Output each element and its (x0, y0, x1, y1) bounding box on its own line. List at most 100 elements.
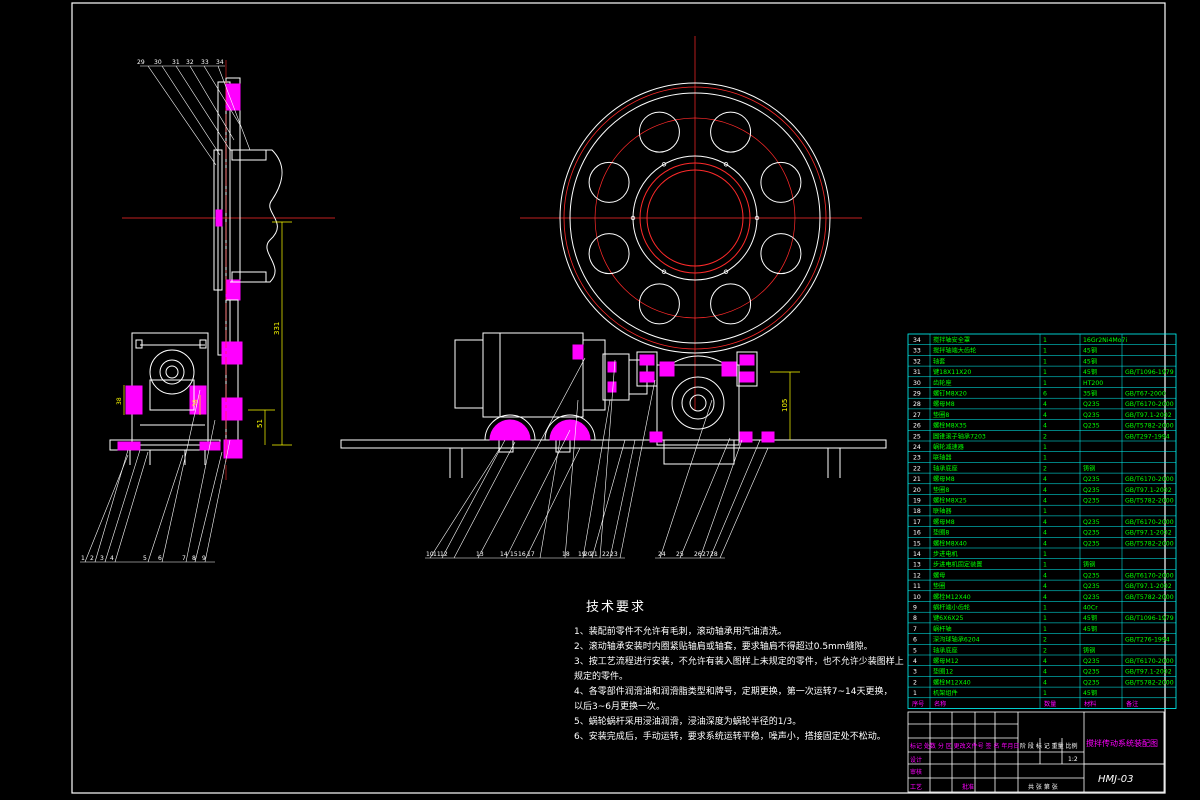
bom-cell-mat: Q235 (1083, 679, 1100, 686)
drawing-title: 搅拌传动系统装配图 (1086, 738, 1158, 748)
bom-cell-name: 联轴器 (933, 454, 952, 462)
bom-cell-no: 7 (913, 626, 917, 633)
bom-cell-mat: 45钢 (1083, 347, 1097, 355)
bom-cell-no: 6 (913, 637, 917, 644)
gear-hole (638, 283, 680, 325)
bom-cell-qty: 1 (1043, 337, 1047, 344)
bom-cell-mat: 45钢 (1083, 614, 1097, 622)
bom-cell-mat: 45钢 (1083, 357, 1097, 365)
bom-cell-name: 圆锥滚子轴承7203 (933, 432, 986, 440)
bom-cell-qty: 4 (1043, 476, 1047, 483)
bom-cell-qty: 4 (1043, 572, 1047, 579)
bom-cell-qty: 1 (1043, 444, 1047, 451)
bom-cell-mat: Q235 (1083, 583, 1100, 590)
bom-cell-qty: 4 (1043, 530, 1047, 537)
bom-cell-mat: Q235 (1083, 519, 1100, 526)
part-balloon: 17 (527, 551, 535, 558)
bom-cell-qty: 4 (1043, 679, 1047, 686)
side-view (109, 77, 335, 465)
bom-cell-std: GB/T5782-2000 (1125, 423, 1174, 430)
part-balloon: 29 (137, 59, 145, 66)
bom-cell-no: 33 (913, 348, 921, 355)
tech-req-line: 1、装配前零件不允许有毛刺，滚动轴承用汽油清洗。 (574, 627, 787, 637)
bom-cell-qty: 1 (1043, 348, 1047, 355)
gear-bolt-hole (630, 215, 636, 221)
part-balloon: 24 (658, 551, 666, 558)
bom-cell-mat: Q235 (1083, 401, 1100, 408)
bom-cell-qty: 2 (1043, 465, 1047, 472)
bom-cell-mat: 40Cr (1083, 605, 1098, 612)
gear-hole (710, 111, 752, 153)
bom-cell-name: 螺栓M12X40 (933, 678, 971, 686)
part-balloon: 23 (610, 551, 618, 558)
bom-cell-qty: 1 (1043, 615, 1047, 622)
title-block-revision-labels: 标记 处数 分 区 更改文件号 签 名 年月日 (910, 742, 1019, 750)
bom-cell-name: 轴套 (933, 357, 945, 365)
part-balloon: 33 (201, 59, 209, 66)
part-balloon: 16 (518, 551, 526, 558)
part-balloon: 12 (440, 551, 448, 558)
title-block-stage-labels: 阶 段 标 记 重量 比例 (1020, 742, 1078, 750)
bom-cell-mat: Q235 (1083, 412, 1100, 419)
bom-cell-no: 9 (913, 605, 917, 612)
bom-cell-name: 螺栓M8X40 (933, 539, 967, 547)
bom-cell-mat: Q235 (1083, 594, 1100, 601)
bom-cell-no: 5 (913, 647, 917, 654)
bom-cell-name: 螺母M8 (933, 518, 955, 526)
gear-lightening-holes (588, 111, 802, 325)
side-leaders-bottom (80, 389, 231, 563)
side-dimensions (123, 221, 292, 446)
gear-hole (588, 233, 630, 275)
tech-req-line: 规定的零件。 (574, 672, 629, 682)
bom-cell-qty: 2 (1043, 433, 1047, 440)
bom-cell-no: 34 (913, 337, 921, 344)
bom-cell-name: 键6X6X25 (933, 614, 963, 622)
bom-cell-qty: 1 (1043, 562, 1047, 569)
bom-cell-std: GB/T97.1-2002 (1125, 487, 1172, 494)
bom-cell-std: GB/T6170-2000 (1125, 476, 1174, 483)
bom-cell-no: 28 (913, 401, 921, 408)
bom-cell-qty: 1 (1043, 358, 1047, 365)
bom-header-qty: 数量 (1044, 700, 1056, 708)
part-balloon: 28 (710, 551, 718, 558)
bom-cell-std: GB/T6170-2000 (1125, 519, 1174, 526)
tech-req-line: 以后3~6月更换一次。 (574, 702, 665, 712)
bom-cell-no: 26 (913, 423, 921, 430)
bom-cell-std: GB/T5782-2000 (1125, 498, 1174, 505)
bom-cell-no: 3 (913, 669, 917, 676)
bom-cell-no: 14 (913, 551, 921, 558)
bom-cell-qty: 4 (1043, 498, 1047, 505)
bom-cell-name: 键18X11X20 (933, 368, 971, 376)
bom-cell-no: 23 (913, 455, 921, 462)
bom-cell-no: 24 (913, 444, 921, 451)
part-balloon: 8 (192, 555, 196, 562)
gear-bolt-hole (723, 162, 729, 167)
bom-cell-qty: 4 (1043, 583, 1047, 590)
bom-cell-no: 10 (913, 594, 921, 601)
part-balloon: 7 (182, 555, 186, 562)
bom-cell-std: GB/T5782-2000 (1125, 540, 1174, 547)
tech-req-lines: 1、装配前零件不允许有毛刺，滚动轴承用汽油清洗。 2、滚动轴承安装时内圈紧贴轴肩或… (574, 625, 904, 745)
dim-38-right: 38 (192, 399, 199, 407)
bom-cell-no: 17 (913, 519, 921, 526)
bom-cell-no: 25 (913, 433, 921, 440)
bom-cell-mat: 16Gr2Ni4Mo7i (1083, 337, 1127, 344)
part-balloon: 13 (476, 551, 484, 558)
bom-cell-name: 深沟球轴承6204 (933, 636, 980, 644)
bom-cell-no: 2 (913, 679, 917, 686)
bom-cell-no: 21 (913, 476, 921, 483)
front-view-body (340, 332, 887, 478)
gear-hole (760, 233, 802, 275)
bom-cell-qty: 4 (1043, 594, 1047, 601)
part-balloon: 25 (676, 551, 684, 558)
bom-cell-name: 螺母M12 (933, 657, 959, 665)
bom-cell-qty: 1 (1043, 605, 1047, 612)
tech-req-line: 2、滚动轴承安装时内圈紧贴轴肩或轴套，要求轴肩不得超过0.5mm缝隙。 (574, 642, 873, 652)
bom-cell-mat: Q235 (1083, 658, 1100, 665)
bom-cell-qty: 4 (1043, 401, 1047, 408)
bom-cell-qty: 2 (1043, 647, 1047, 654)
part-balloon: 14 (500, 551, 508, 558)
dim-51: 51 (256, 419, 264, 428)
